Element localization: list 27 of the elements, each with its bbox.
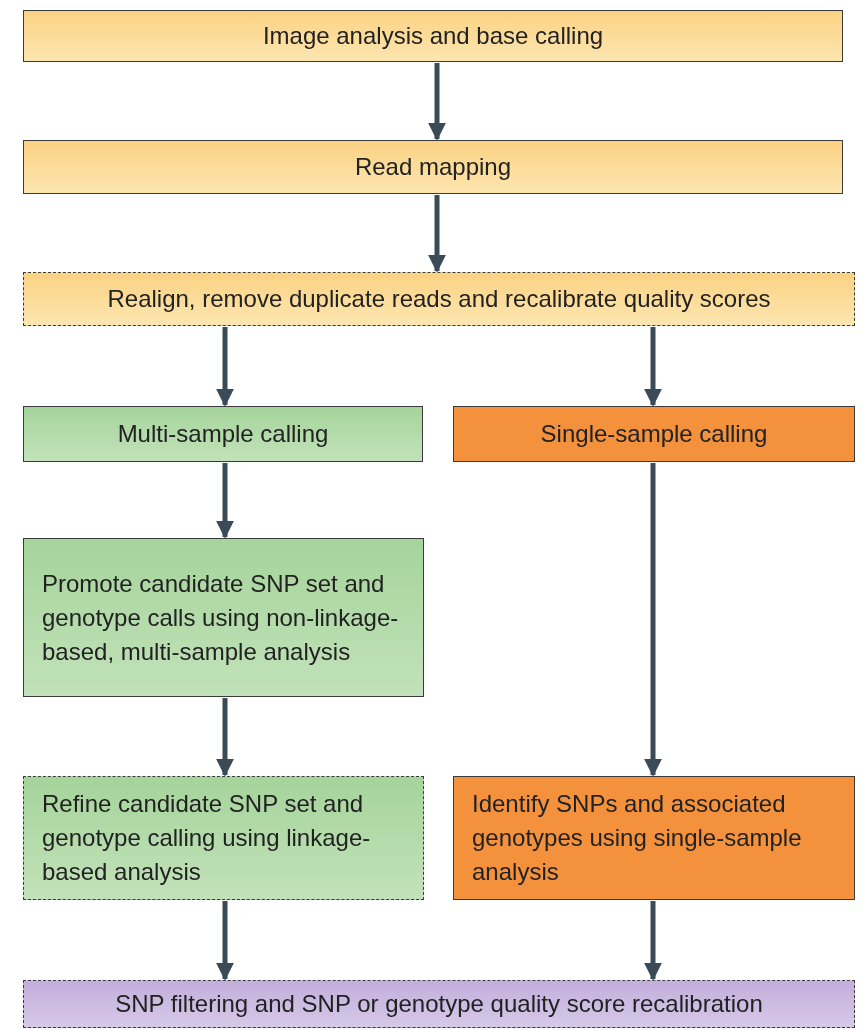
process-box <box>23 406 423 462</box>
box-label: Image analysis and base calling <box>262 21 604 51</box>
process-box <box>23 272 855 326</box>
box-label: Realign, remove duplicate reads and recalibrate quality scores <box>107 284 771 314</box>
box-label: Read mapping <box>354 152 512 182</box>
arrow <box>644 327 662 407</box>
process-box <box>453 776 855 900</box>
arrow <box>216 698 234 777</box>
box-label: Refine candidate SNP set and genotype calling using linkage-based analysis <box>42 789 372 887</box>
arrow <box>428 63 446 141</box>
arrow <box>216 901 234 981</box>
box-label: Single-sample calling <box>540 419 768 449</box>
process-box <box>23 538 424 697</box>
process-box <box>23 140 843 194</box>
arrow <box>644 901 662 981</box>
box-label: Promote candidate SNP set and genotype calls using non-linkage-based, multi-sample analysis <box>42 568 400 667</box>
box-label: SNP filtering and SNP or genotype quality score recalibration <box>115 989 763 1019</box>
arrow <box>216 463 234 539</box>
arrow <box>644 463 662 777</box>
process-box <box>23 10 843 62</box>
arrow <box>216 327 234 407</box>
box-label: Identify SNPs and associated genotypes using single-sample analysis <box>472 789 803 887</box>
process-box <box>23 980 855 1028</box>
arrow <box>428 195 446 273</box>
process-box <box>453 406 855 462</box>
box-label: Multi-sample calling <box>117 419 329 449</box>
process-box <box>23 776 424 900</box>
